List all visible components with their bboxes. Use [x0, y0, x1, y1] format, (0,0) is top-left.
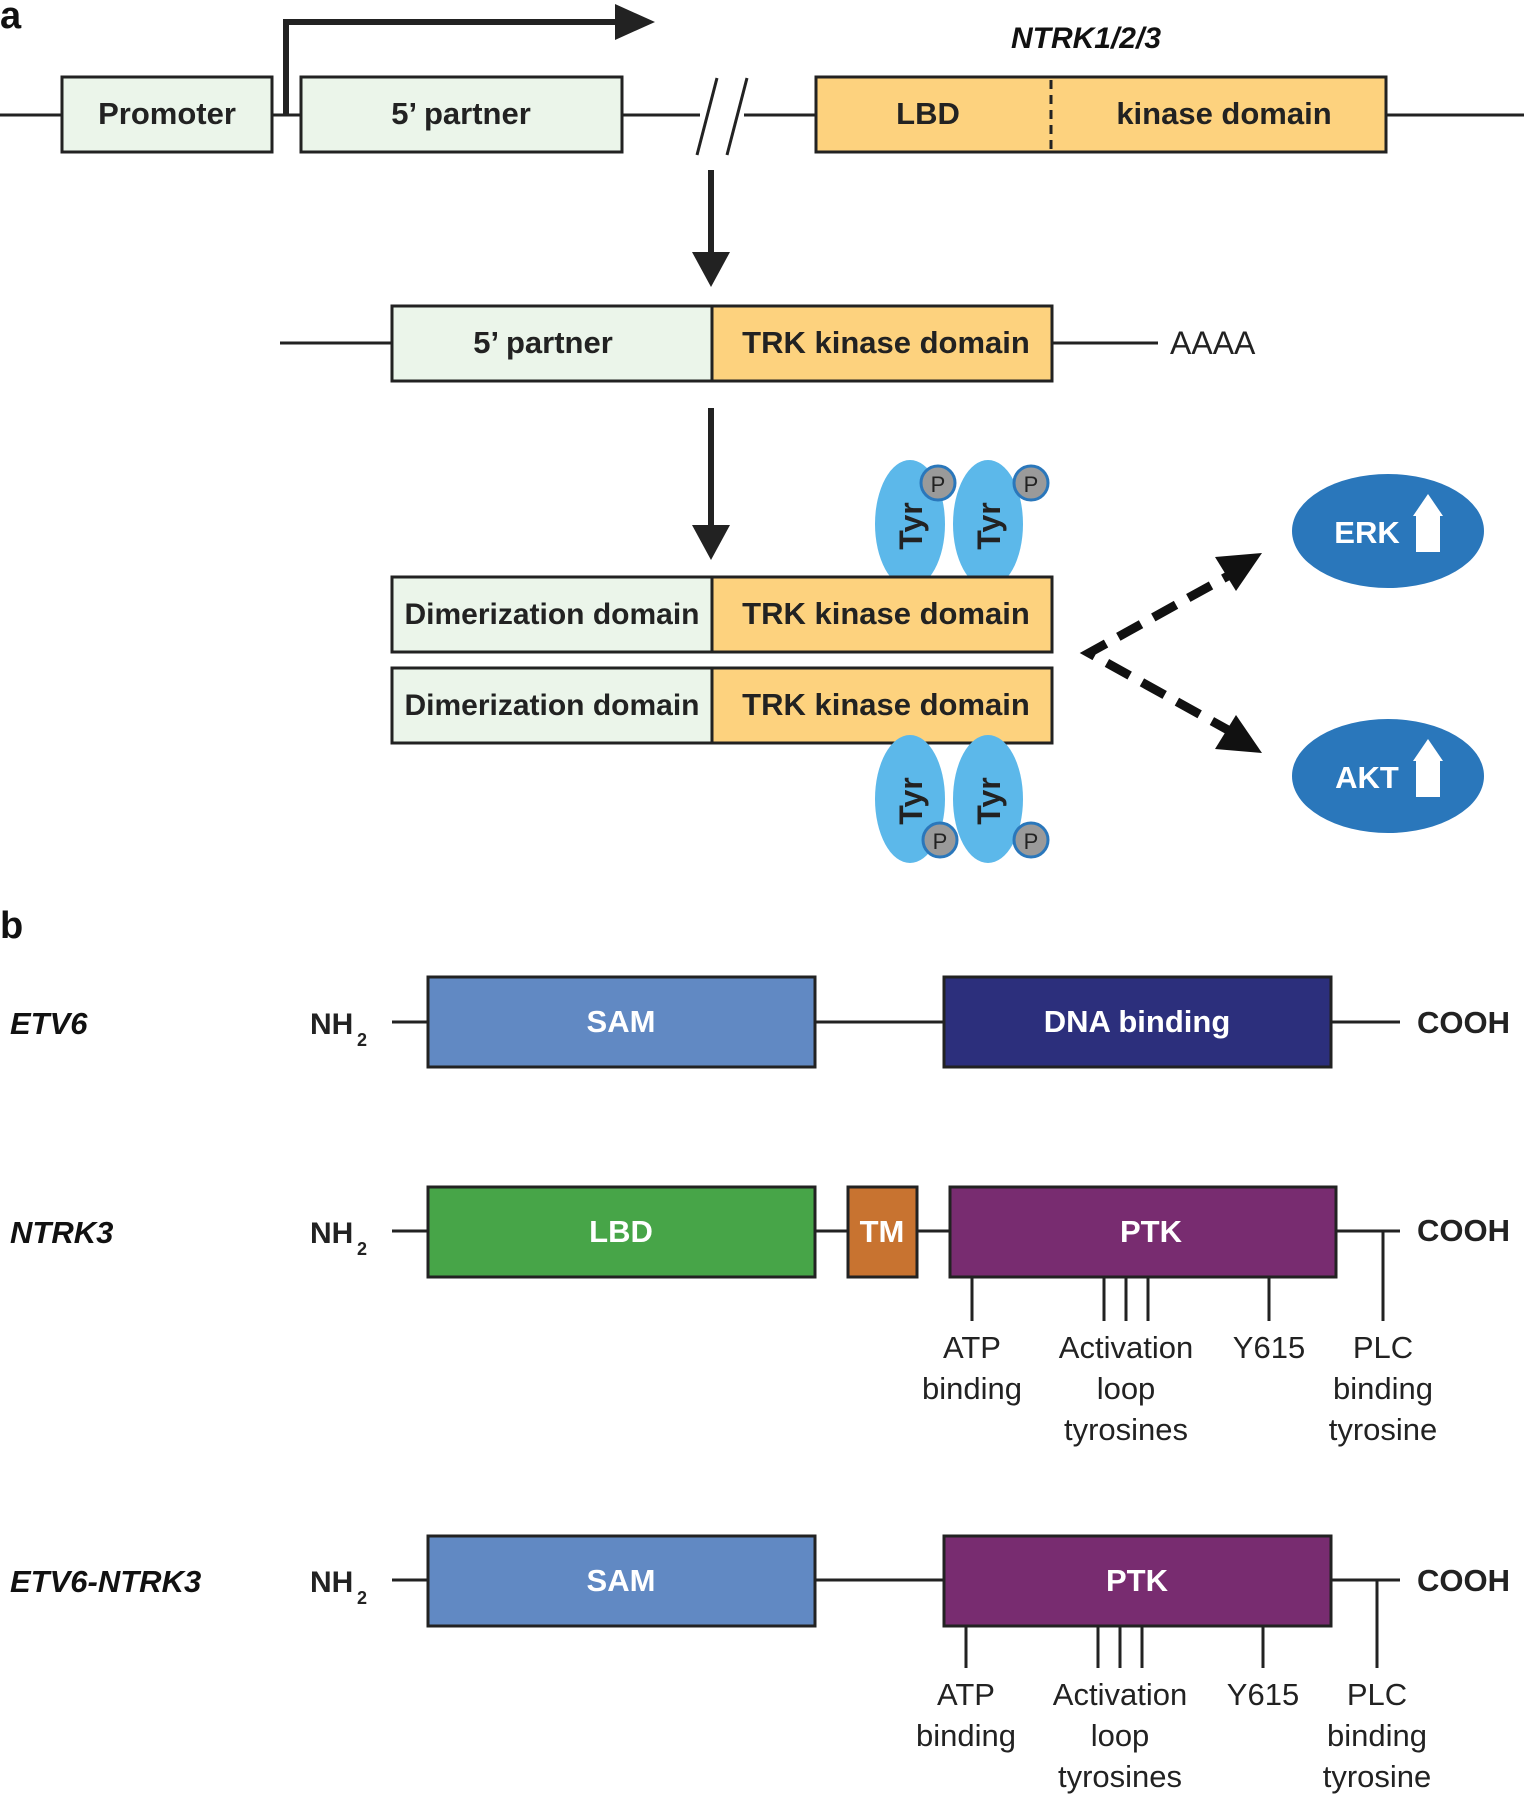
svg-text:binding: binding	[1333, 1371, 1433, 1406]
svg-text:SAM: SAM	[587, 1563, 656, 1598]
svg-text:AKT: AKT	[1335, 760, 1399, 795]
svg-text:binding: binding	[1327, 1718, 1427, 1753]
svg-text:TRK kinase domain: TRK kinase domain	[742, 687, 1030, 722]
polya-tail: AAAA	[1170, 325, 1256, 361]
svg-text:2: 2	[357, 1588, 367, 1608]
svg-text:Y615: Y615	[1227, 1677, 1299, 1712]
svg-text:NH: NH	[310, 1008, 353, 1041]
svg-text:Tyr: Tyr	[971, 777, 1007, 824]
svg-text:binding: binding	[922, 1371, 1022, 1406]
svg-text:DNA binding: DNA binding	[1044, 1004, 1231, 1039]
svg-text:Activation: Activation	[1059, 1330, 1193, 1365]
svg-text:tyrosine: tyrosine	[1323, 1759, 1432, 1794]
svg-text:tyrosine: tyrosine	[1329, 1412, 1438, 1447]
svg-text:Promoter: Promoter	[98, 96, 236, 131]
down-arrow-2	[692, 408, 730, 560]
svg-text:P: P	[931, 472, 946, 497]
ntrk-gene-box: LBD kinase domain	[814, 75, 1388, 154]
svg-text:NTRK3: NTRK3	[10, 1215, 113, 1250]
svg-text:Tyr: Tyr	[893, 777, 929, 824]
svg-text:ETV6-NTRK3: ETV6-NTRK3	[10, 1564, 201, 1599]
svg-text:Dimerization domain: Dimerization domain	[404, 598, 699, 631]
svg-text:COOH: COOH	[1417, 1563, 1510, 1598]
fusion-transcript: 5’ partner TRK kinase domain AAAA	[280, 304, 1256, 383]
gene-break-symbol	[695, 77, 749, 156]
svg-text:Tyr: Tyr	[971, 502, 1007, 549]
tyr-group-bottom: Tyr P Tyr P	[875, 735, 1050, 863]
svg-text:loop: loop	[1091, 1718, 1150, 1753]
svg-text:PLC: PLC	[1353, 1330, 1413, 1365]
svg-text:PTK: PTK	[1120, 1214, 1183, 1249]
svg-text:binding: binding	[916, 1718, 1016, 1753]
erk-up-arrow-icon	[1416, 514, 1440, 552]
svg-text:SAM: SAM	[587, 1004, 656, 1039]
svg-text:TM: TM	[860, 1214, 905, 1249]
svg-text:tyrosines: tyrosines	[1058, 1759, 1182, 1794]
ntrk3-row: NTRK3 NH 2 LBD TM PTK COOH ATP binding A…	[10, 1185, 1510, 1447]
dimer-protein-1: Dimerization domain TRK kinase domain	[390, 575, 1054, 654]
svg-text:P: P	[1024, 472, 1039, 497]
svg-text:COOH: COOH	[1417, 1213, 1510, 1248]
svg-text:5’ partner: 5’ partner	[473, 325, 613, 360]
svg-text:ETV6: ETV6	[10, 1006, 88, 1041]
svg-text:2: 2	[357, 1239, 367, 1259]
partner-top-box: 5’ partner	[299, 75, 624, 154]
svg-text:Tyr: Tyr	[893, 502, 929, 549]
panel-a-letter: a	[0, 0, 22, 37]
transcription-start-arrow	[283, 4, 655, 115]
svg-text:NH: NH	[310, 1217, 353, 1250]
erk-node: ERK	[1292, 474, 1484, 588]
svg-text:ERK: ERK	[1334, 515, 1400, 550]
svg-text:kinase domain: kinase domain	[1116, 96, 1331, 131]
panel-b-letter: b	[0, 905, 23, 947]
svg-text:PLC: PLC	[1347, 1677, 1407, 1712]
etv6-row: ETV6 NH 2 SAM DNA binding COOH	[10, 975, 1510, 1069]
svg-text:COOH: COOH	[1417, 1005, 1510, 1040]
svg-text:TRK kinase domain: TRK kinase domain	[742, 596, 1030, 631]
promoter-box: Promoter	[60, 75, 274, 154]
etv6-ntrk3-row: ETV6-NTRK3 NH 2 SAM PTK COOH ATP binding…	[10, 1534, 1510, 1794]
svg-text:tyrosines: tyrosines	[1064, 1412, 1188, 1447]
svg-text:NH: NH	[310, 1566, 353, 1599]
svg-text:TRK kinase domain: TRK kinase domain	[742, 325, 1030, 360]
signaling-arrows	[1079, 553, 1262, 753]
svg-text:ATP: ATP	[943, 1330, 1001, 1365]
svg-text:P: P	[1024, 829, 1039, 854]
svg-text:LBD: LBD	[896, 96, 960, 131]
tyr-group-top: Tyr P Tyr P	[875, 460, 1050, 588]
svg-text:2: 2	[357, 1030, 367, 1050]
svg-text:Y615: Y615	[1233, 1330, 1305, 1365]
svg-text:5’ partner: 5’ partner	[391, 96, 531, 131]
svg-text:LBD: LBD	[589, 1214, 653, 1249]
svg-text:loop: loop	[1097, 1371, 1156, 1406]
akt-node: AKT	[1292, 719, 1484, 833]
dimer-protein-2: Dimerization domain TRK kinase domain	[390, 666, 1054, 745]
svg-text:Activation: Activation	[1053, 1677, 1187, 1712]
akt-up-arrow-icon	[1416, 759, 1440, 797]
svg-text:P: P	[933, 829, 948, 854]
svg-text:Dimerization domain: Dimerization domain	[404, 689, 699, 722]
ntrk-gene-label: NTRK1/2/3	[1011, 22, 1161, 55]
down-arrow-1	[692, 170, 730, 287]
svg-text:ATP: ATP	[937, 1677, 995, 1712]
svg-text:PTK: PTK	[1106, 1563, 1169, 1598]
